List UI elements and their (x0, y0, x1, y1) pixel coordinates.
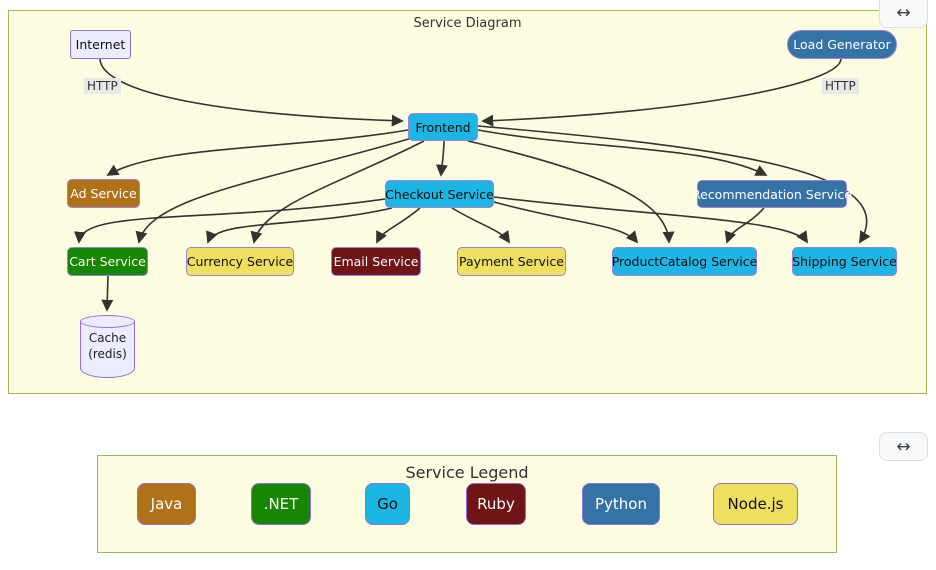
node-payment-service[interactable]: Payment Service (457, 247, 566, 276)
legend-item-go[interactable]: Go (365, 483, 410, 525)
node-email-service[interactable]: Email Service (331, 247, 421, 276)
cache-label-line1: Cache (88, 331, 127, 345)
node-shipping-service[interactable]: Shipping Service (792, 247, 897, 276)
legend-item-dotnet[interactable]: .NET (251, 483, 311, 525)
expand-arrows-icon: ↔ (896, 436, 911, 457)
expand-legend-button[interactable]: ↔ (879, 432, 928, 461)
legend-item-python[interactable]: Python (582, 483, 660, 525)
node-frontend[interactable]: Frontend (408, 113, 478, 141)
legend-item-java[interactable]: Java (137, 483, 196, 525)
http-label-internet: HTTP (84, 78, 121, 94)
node-internet[interactable]: Internet (70, 30, 131, 59)
node-cart-service[interactable]: Cart Service (67, 247, 148, 276)
node-recommendation-service[interactable]: Recommendation Service (692, 180, 852, 208)
cylinder-top (80, 315, 135, 328)
node-currency-service[interactable]: Currency Service (186, 247, 294, 276)
node-productcatalog-service[interactable]: ProductCatalog Service (612, 247, 757, 276)
expand-diagram-button[interactable]: ↔ (879, 0, 928, 28)
cache-label: Cache (redis) (80, 331, 135, 362)
http-label-load-generator: HTTP (822, 78, 859, 94)
legend-item-nodejs[interactable]: Node.js (713, 483, 798, 525)
node-checkout-service[interactable]: Checkout Service (385, 180, 494, 208)
node-cache-redis[interactable]: Cache (redis) (80, 315, 135, 378)
expand-arrows-icon: ↔ (896, 3, 911, 23)
legend-title: Service Legend (405, 463, 529, 482)
node-ad-service[interactable]: Ad Service (67, 179, 140, 208)
legend-item-ruby[interactable]: Ruby (466, 483, 526, 525)
cache-label-line2: (redis) (88, 346, 127, 361)
node-load-generator[interactable]: Load Generator (787, 30, 897, 59)
diagram-title: Service Diagram (413, 16, 522, 31)
